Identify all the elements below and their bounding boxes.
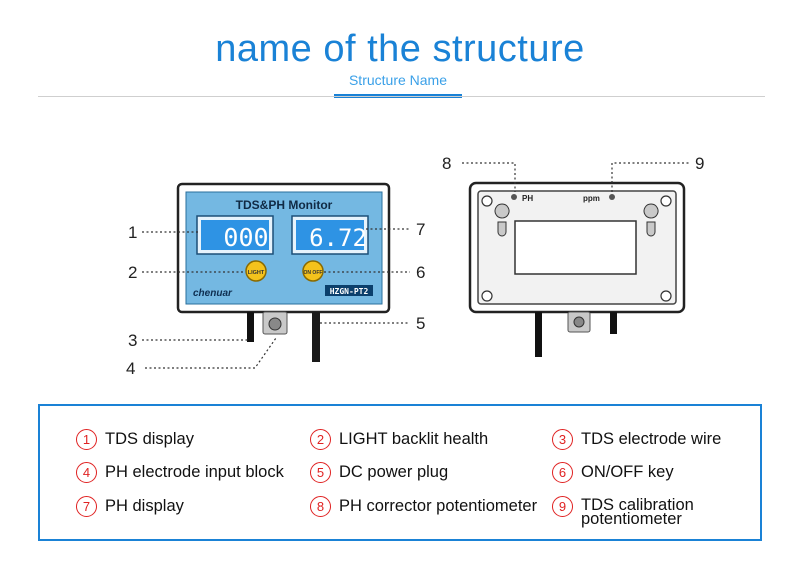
onoff-button[interactable]	[302, 260, 324, 282]
ph-pot-label: PH	[522, 194, 533, 203]
legend-text-7: PH display	[105, 497, 184, 515]
mount-slot-left	[494, 203, 510, 237]
callout-9: 9	[695, 154, 704, 173]
legend-item-3: 3 TDS electrode wire	[552, 429, 721, 450]
ph-potentiometer	[511, 194, 517, 200]
legend-number-5: 5	[310, 462, 331, 483]
callout-4: 4	[126, 359, 135, 378]
onoff-button-label: ON OFF	[304, 270, 323, 276]
callout-3: 3	[128, 331, 137, 350]
callout-1: 1	[128, 223, 137, 242]
ph-lcd	[296, 220, 364, 250]
page-subtitle: Structure Name	[348, 72, 448, 88]
legend-text-9: TDS calibration potentiometer	[581, 496, 694, 528]
legend-number-3: 3	[552, 429, 573, 450]
legend-number-4: 4	[76, 462, 97, 483]
legend-text-1: TDS display	[105, 430, 194, 448]
model-plate	[325, 285, 373, 296]
ph-connector-socket	[268, 317, 282, 331]
ph-value: 6.72	[309, 224, 367, 252]
legend-item-4: 4 PH electrode input block	[76, 462, 284, 483]
back-label-area	[514, 220, 637, 275]
legend-item-7: 7 PH display	[76, 496, 184, 517]
device-front: TDS&PH Monitor 000 6.72 LIGHT ON OFF che…	[176, 182, 391, 362]
legend-box: 1 TDS display 2 LIGHT backlit health 3 T…	[38, 404, 762, 541]
legend-item-5: 5 DC power plug	[310, 462, 448, 483]
legend-text-5: DC power plug	[339, 463, 449, 481]
callout-6: 6	[416, 263, 425, 282]
dc-power-plug	[312, 312, 320, 362]
legend-text-4: PH electrode input block	[105, 463, 284, 481]
legend-number-8: 8	[310, 496, 331, 517]
back-wire-right	[610, 312, 617, 334]
legend-item-9: 9 TDS calibration potentiometer	[552, 496, 711, 528]
light-button-label: LIGHT	[248, 270, 265, 276]
legend-item-2: 2 LIGHT backlit health	[310, 429, 488, 450]
back-wire-left	[535, 312, 542, 357]
tds-lcd	[201, 220, 269, 250]
screw-hole-tl	[481, 195, 493, 207]
device-back: PH ppm	[468, 181, 686, 357]
callout-8: 8	[442, 154, 451, 173]
legend-text-6: ON/OFF key	[581, 463, 674, 481]
tds-potentiometer	[609, 194, 615, 200]
screw-hole-bl	[481, 290, 493, 302]
mount-slot-right	[643, 203, 659, 237]
page-title: name of the structure	[215, 28, 585, 70]
legend-item-1: 1 TDS display	[76, 429, 194, 450]
legend-text-3: TDS electrode wire	[581, 430, 722, 448]
legend-item-8: 8 PH corrector potentiometer	[310, 496, 537, 517]
legend-text-8: PH corrector potentiometer	[339, 497, 538, 515]
panel-title: TDS&PH Monitor	[236, 198, 333, 212]
legend-number-1: 1	[76, 429, 97, 450]
screw-hole-tr	[660, 195, 672, 207]
callout-leaders	[142, 162, 690, 369]
callout-5: 5	[416, 314, 425, 333]
callout-7: 7	[416, 220, 425, 239]
tds-electrode-wire	[247, 312, 254, 342]
legend-number-9: 9	[552, 496, 573, 517]
back-connector-socket	[573, 316, 585, 328]
tds-value: 000	[223, 223, 268, 252]
legend-number-2: 2	[310, 429, 331, 450]
legend-number-7: 7	[76, 496, 97, 517]
model-label: HZGN-PT2	[330, 287, 369, 296]
legend-number-6: 6	[552, 462, 573, 483]
callout-2: 2	[128, 263, 137, 282]
brand-logo: chenuar	[193, 288, 233, 299]
callout-numbers: 1 2 3 4 5 6 7 8 9	[126, 154, 704, 378]
legend-item-6: 6 ON/OFF key	[552, 462, 674, 483]
header-divider	[38, 96, 765, 97]
screw-hole-br	[660, 290, 672, 302]
structure-diagram: TDS&PH Monitor 000 6.72 LIGHT ON OFF che…	[126, 154, 704, 378]
ppm-pot-label: ppm	[583, 194, 600, 203]
legend-text-2: LIGHT backlit health	[339, 430, 489, 448]
light-button[interactable]	[245, 260, 267, 282]
